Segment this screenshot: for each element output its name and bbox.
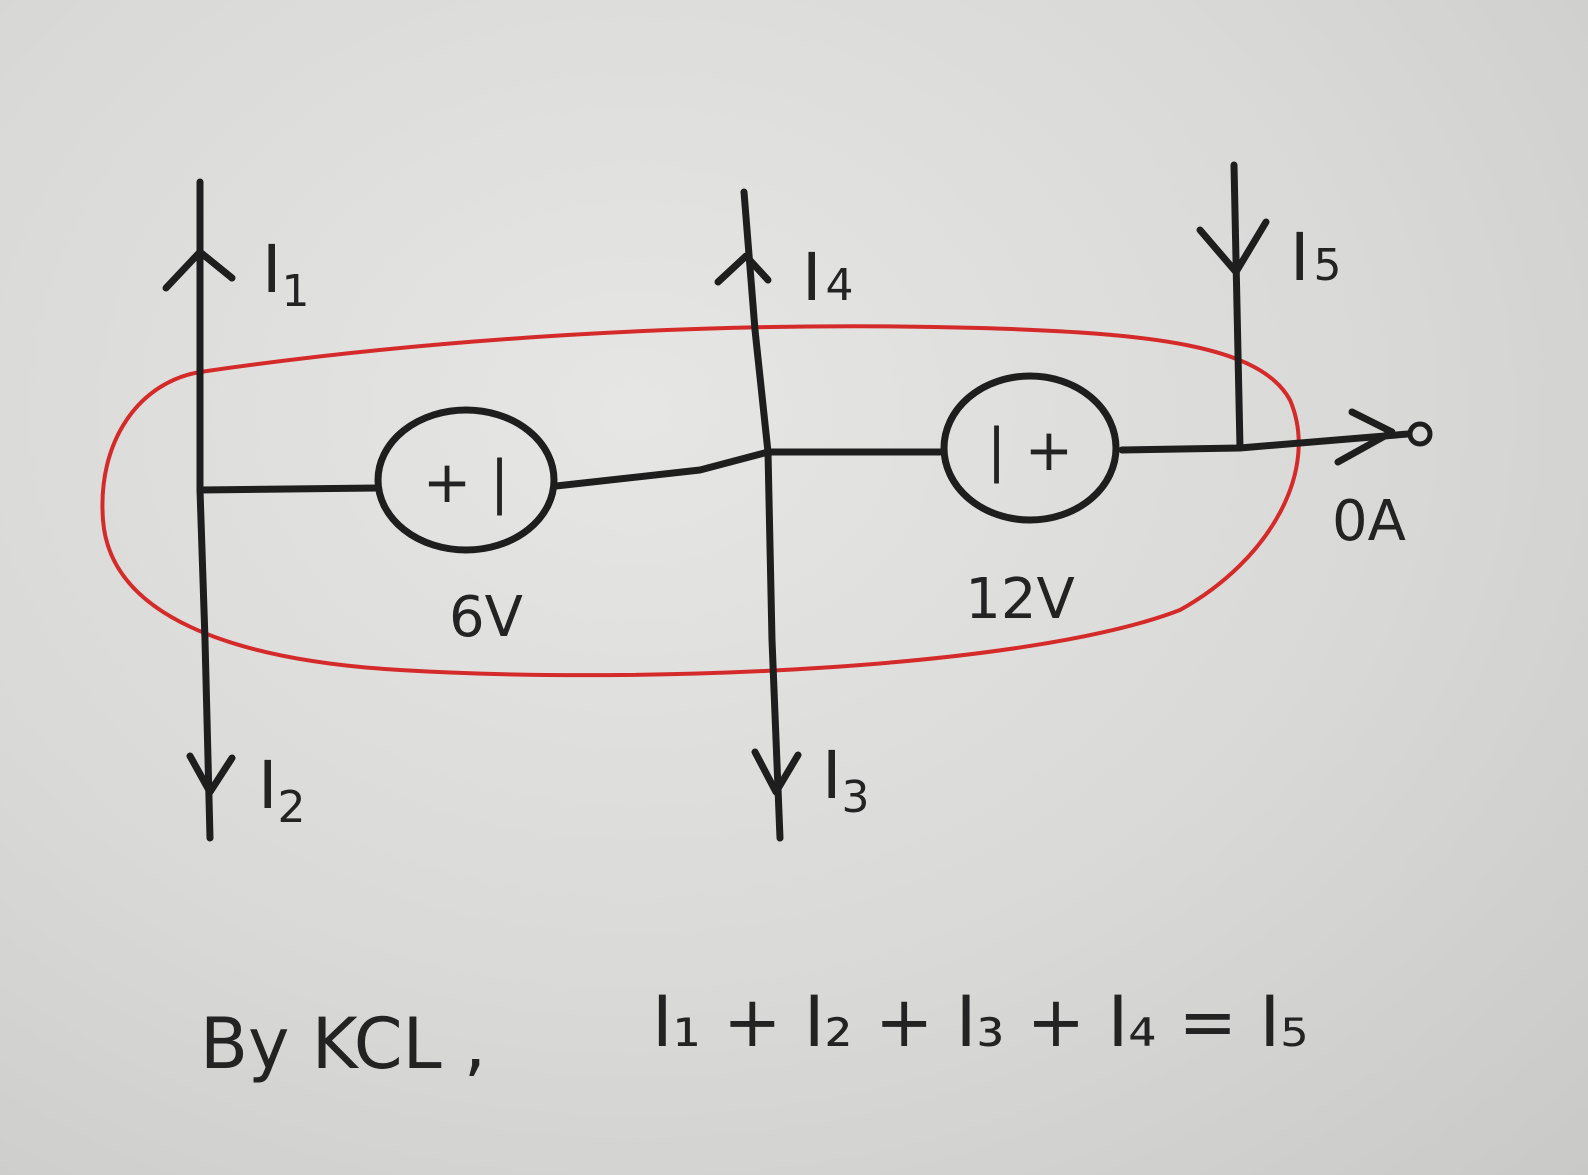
i2-arrow bbox=[186, 752, 236, 796]
source-6v-polarity: + | bbox=[423, 448, 510, 516]
branch-wire-middle bbox=[552, 448, 944, 490]
output-current-label: 0A bbox=[1332, 489, 1406, 554]
supernode-boundary bbox=[100, 324, 1301, 678]
branch-wire-left bbox=[196, 484, 382, 494]
i3-arrow bbox=[751, 748, 802, 796]
label-i2: I2 bbox=[258, 747, 305, 833]
source-12v-polarity: | + bbox=[987, 416, 1074, 484]
i5-arrow bbox=[1196, 218, 1270, 276]
left-vertical-wire bbox=[196, 178, 214, 842]
kcl-prefix: By KCL , bbox=[200, 1003, 486, 1085]
right-vertical-wire bbox=[1230, 161, 1244, 452]
voltage-source-6v bbox=[374, 406, 558, 554]
i1-arrow bbox=[162, 248, 236, 292]
label-i1: I1 bbox=[262, 231, 309, 317]
i4-arrow bbox=[714, 252, 772, 286]
middle-vertical-wire bbox=[740, 188, 784, 842]
branch-wire-right bbox=[1118, 430, 1412, 454]
output-arrow bbox=[1334, 408, 1396, 466]
label-i3: I3 bbox=[822, 737, 869, 823]
label-i5: I5 bbox=[1290, 219, 1341, 296]
voltage-source-12v bbox=[940, 372, 1120, 524]
kcl-equation: I₁ + I₂ + I₃ + I₄ = I₅ bbox=[652, 981, 1308, 1063]
output-terminal bbox=[1407, 421, 1433, 447]
source-6v-value: 6V bbox=[449, 585, 523, 650]
label-i4: I4 bbox=[802, 239, 853, 316]
source-12v-value: 12V bbox=[965, 567, 1075, 632]
